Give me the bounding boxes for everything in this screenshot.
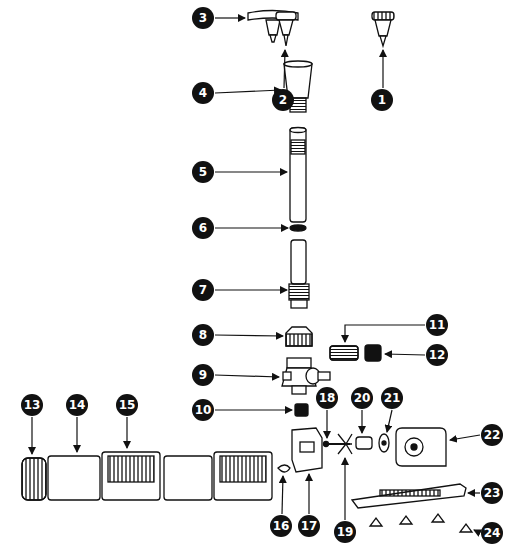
callout-number: 12 bbox=[426, 344, 448, 366]
callout-number: 24 bbox=[481, 522, 503, 544]
callout-number: 10 bbox=[192, 399, 214, 421]
callout-number: 7 bbox=[192, 279, 214, 301]
callout-number: 5 bbox=[192, 161, 214, 183]
callout-number: 9 bbox=[192, 364, 214, 386]
callout-number: 16 bbox=[270, 515, 292, 537]
callout-number: 15 bbox=[116, 394, 138, 416]
callout-number: 19 bbox=[334, 521, 356, 543]
callout-number: 2 bbox=[272, 89, 294, 111]
callout-number: 18 bbox=[316, 387, 338, 409]
callout-number: 22 bbox=[481, 424, 503, 446]
callout-number: 4 bbox=[192, 82, 214, 104]
callout-number: 23 bbox=[481, 482, 503, 504]
callout-number: 20 bbox=[351, 387, 373, 409]
callout-number: 6 bbox=[192, 217, 214, 239]
callout-number: 14 bbox=[66, 394, 88, 416]
callout-number: 21 bbox=[381, 387, 403, 409]
callout-number: 3 bbox=[192, 7, 214, 29]
callout-number: 11 bbox=[426, 314, 448, 336]
callout-number: 13 bbox=[21, 394, 43, 416]
callout-number: 1 bbox=[371, 89, 393, 111]
callout-number: 17 bbox=[298, 515, 320, 537]
callout-number: 8 bbox=[192, 324, 214, 346]
